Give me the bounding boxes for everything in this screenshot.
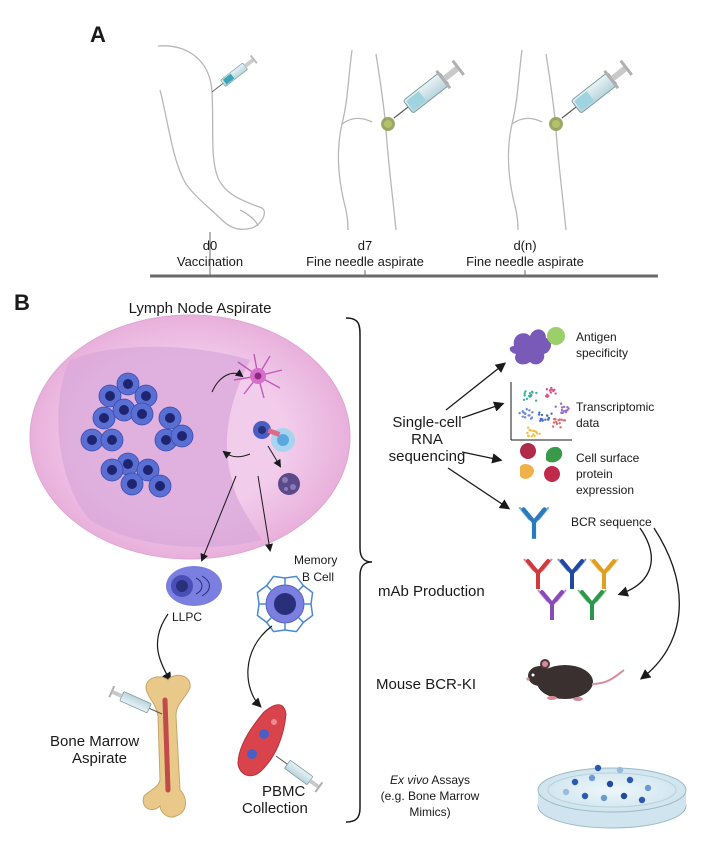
pbmc-label-2: Collection [242,800,308,817]
surface-label-3: expression [576,483,635,497]
mouse-icon [526,659,625,701]
mab-antibodies-icon [523,558,619,620]
antigen-label-1: Antigen [576,330,617,344]
timepoint-d7-day: d7 [357,238,373,253]
ex-vivo-label-1: Ex vivo Assays [370,773,490,788]
timepoint-dn-day: d(n) [513,238,537,253]
t-cell-interaction-icon [253,421,295,452]
lymph-node-internal-arrows [200,369,282,562]
ex-vivo-label-2: (e.g. Bone Marrow [380,789,480,803]
bone-marrow-icon [142,674,191,818]
pbmc-syringe-icon [275,755,324,793]
bcr-antibody-icon [518,506,550,539]
petri-dish-icon [537,764,687,829]
panel-a-letter: A [90,22,106,47]
b-cell-cluster [80,372,194,498]
ex-vivo-italic: Ex vivo [389,773,429,787]
brace [345,317,373,823]
bone-marrow-syringe-icon [108,685,163,715]
bone-marrow-label-1: Bone Marrow [50,733,140,750]
llpc-cell-icon [166,566,222,606]
memory-b-label-1: Memory [294,553,338,567]
antigen-label-2: specificity [576,346,629,360]
transcript-label-1: Transcriptomic [576,400,655,414]
antigen-protein-icon [509,327,565,365]
dendritic-cell-icon [233,353,283,399]
pbmc-label-1: PBMC [262,783,306,800]
fna-syringe-icon-dn [561,59,633,119]
memory-b-cell-icon [256,575,314,633]
torso-illustration-d7 [337,49,397,231]
transcript-label-2: data [576,416,600,430]
timepoint-dn-label: Fine needle aspirate [466,254,584,269]
timepoint-d7-label: Fine needle aspirate [306,254,424,269]
scrna-output-arrows [445,362,680,680]
memory-b-label-2: B Cell [302,570,335,584]
downstream-arrows [156,613,273,708]
ex-vivo-label-3: Mimics) [409,805,451,819]
scrna-label-3: sequencing [388,448,466,465]
panel-b-letter: B [14,290,30,315]
scrna-label-1: Single-cell [392,414,462,431]
torso-illustration-dn [507,49,567,231]
surface-label-1: Cell surface [576,451,640,465]
bcr-sequence-label: BCR sequence [571,515,652,529]
blood-vessel-icon [237,704,287,777]
scrna-label-2: RNA [411,431,443,448]
cell-surface-protein-icon [519,443,563,482]
fna-syringe-icon-d7 [393,59,465,119]
lymph-node-title: Lymph Node Aspirate [128,300,272,317]
plasmablast-icon [278,473,300,495]
transcriptomic-plot-icon [510,382,572,441]
lymph-node-icon-d7 [381,117,395,131]
arm-illustration [157,45,266,230]
bone-marrow-label-2: Aspirate [72,750,128,767]
ex-vivo-rest: Assays [428,773,471,787]
mouse-bcr-ki-label: Mouse BCR-KI [376,676,477,693]
llpc-label: LLPC [172,610,203,624]
vaccination-syringe-icon [211,54,258,93]
mab-production-label: mAb Production [378,583,485,600]
surface-label-2: protein [576,467,613,481]
timeline [150,232,658,278]
lymph-node-icon-dn [549,117,563,131]
